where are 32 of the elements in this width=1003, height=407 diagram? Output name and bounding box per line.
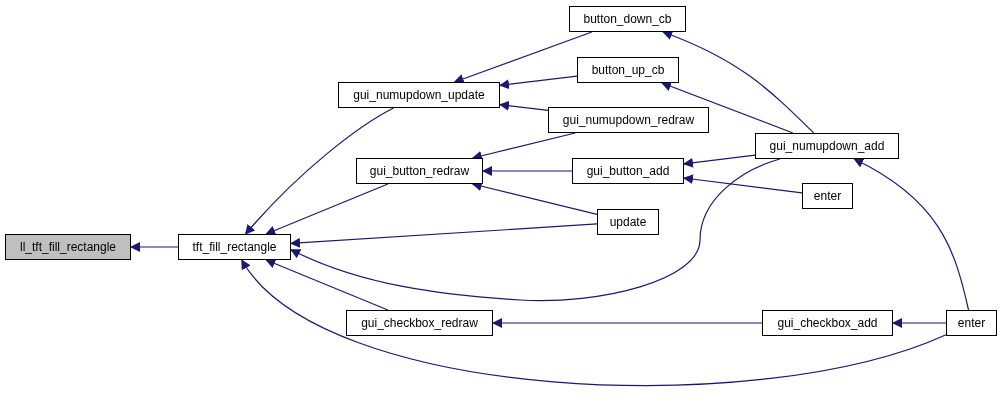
- function-box: enter: [802, 183, 853, 209]
- arrow: [661, 81, 794, 134]
- function-box: update: [597, 209, 659, 235]
- arrow: [290, 223, 598, 248]
- arrow: [290, 158, 781, 302]
- function-box: gui_checkbox_redraw: [346, 310, 493, 336]
- arrow: [683, 154, 756, 168]
- function-box: gui_button_redraw: [356, 158, 483, 184]
- arrow: [244, 107, 395, 235]
- function-box: gui_button_add: [572, 158, 684, 184]
- arrow: [499, 100, 549, 111]
- function-box: enter: [946, 310, 997, 336]
- function-box: gui_numupdown_redraw: [548, 107, 709, 133]
- arrow: [453, 31, 593, 84]
- arrow: [683, 174, 803, 194]
- function-box: gui_numupdown_add: [755, 133, 899, 159]
- arrow: [662, 30, 815, 134]
- arrow: [492, 318, 763, 328]
- arrow: [241, 259, 947, 387]
- function-box: button_up_cb: [577, 57, 679, 83]
- function-box: tft_fill_rectangle: [178, 234, 291, 260]
- arrow: [853, 158, 970, 311]
- function-box: gui_numupdown_update: [338, 82, 500, 108]
- arrow: [130, 242, 179, 252]
- arrow: [482, 166, 573, 176]
- arrow: [265, 183, 389, 236]
- arrow: [265, 258, 389, 311]
- function-box: ll_tft_fill_rectangle: [5, 234, 131, 260]
- arrow: [499, 75, 578, 90]
- function-box: gui_checkbox_add: [762, 310, 893, 336]
- arrow: [892, 318, 947, 328]
- function-box: button_down_cb: [569, 6, 686, 32]
